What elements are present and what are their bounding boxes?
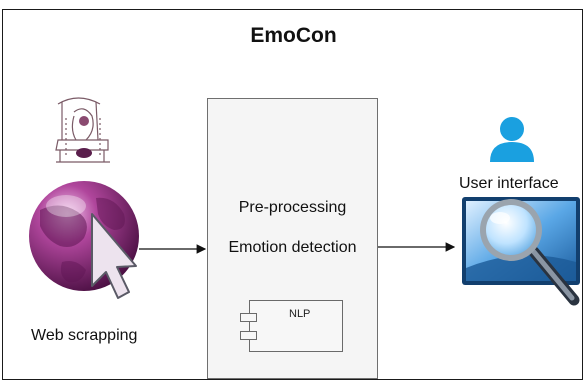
nlp-label: NLP (289, 308, 311, 320)
nlp-component-tab-top (240, 313, 257, 322)
diagram-title: EmoCon (250, 24, 337, 47)
diagram-frame (2, 9, 583, 380)
nlp-component-tab-bottom (240, 331, 257, 340)
nlp-component (249, 300, 343, 352)
web-scrapping-label: Web scrapping (31, 327, 138, 344)
step-emotion-detection: Emotion detection (228, 239, 357, 256)
magnifier-screen-icon (462, 197, 580, 306)
step-preprocessing: Pre-processing (238, 199, 347, 216)
user-interface-label: User interface (459, 175, 559, 192)
globe-cursor-icon (29, 181, 139, 299)
statue-detail (76, 116, 92, 158)
statue-icon (55, 97, 110, 163)
user-icon (490, 117, 534, 162)
